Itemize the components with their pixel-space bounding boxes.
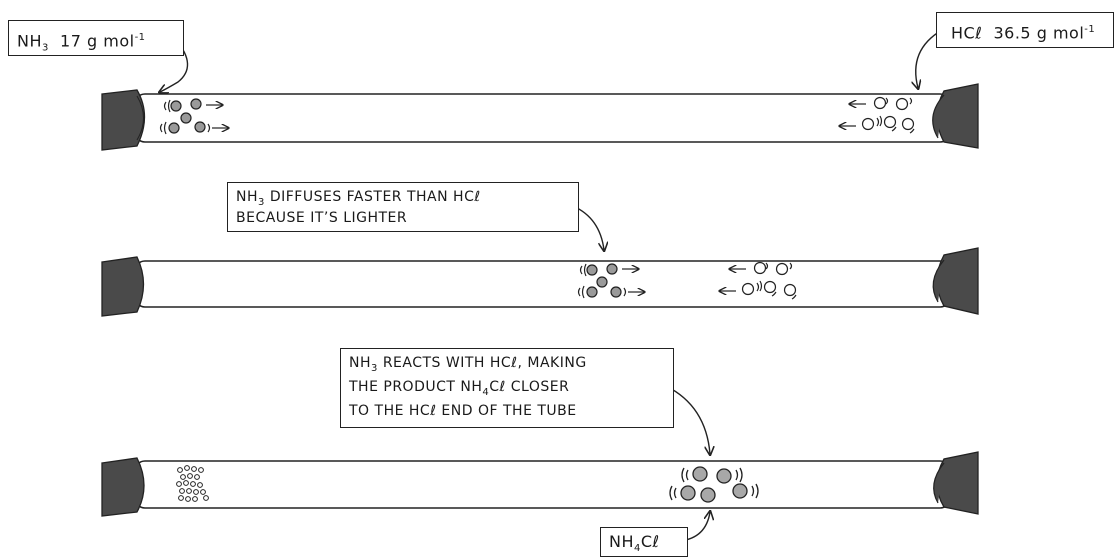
hcl-particles-tube-1	[840, 96, 915, 134]
nh3-mass-tag: NH3 17 g mol-1	[8, 20, 184, 56]
tube-1-right-stopper-cap	[932, 94, 945, 139]
product-tag: NH4Cℓ	[600, 527, 688, 557]
diffuse-line-2: BECAUSE IT’S LIGHTER	[236, 210, 408, 226]
tube-2	[101, 247, 979, 317]
tube-3-left-stopper	[101, 457, 145, 517]
product-label: NH4Cℓ	[609, 532, 660, 555]
tube-3-right-stopper-cap	[933, 462, 945, 504]
tube-1-left-stopper	[101, 89, 146, 151]
tube-3-right-stopper	[936, 451, 979, 515]
react-line-1: NH3 REACTS WITH HCℓ, MAKING	[349, 355, 587, 374]
tube-2-right-stopper	[936, 247, 979, 315]
react-tag: NH3 REACTS WITH HCℓ, MAKING THE PRODUCT …	[340, 348, 674, 428]
react-line-3: TO THE HCℓ END OF THE TUBE	[349, 403, 577, 419]
diffuse-line-1: NH3 DIFFUSES FASTER THAN HCℓ	[236, 189, 481, 208]
nh3-particles-tube-2	[577, 263, 645, 299]
nh4cl-particles-tube-3	[669, 466, 759, 503]
tube-1	[101, 83, 979, 151]
tube-1-right-stopper	[936, 83, 979, 149]
tube-3	[101, 451, 979, 517]
nh3-label-arrow	[160, 39, 189, 92]
tube-1-left-stopper-tip	[136, 95, 144, 141]
hcl-mass-tag: HCℓ 36.5 g mol-1	[936, 12, 1114, 48]
diffuse-tag: NH3 DIFFUSES FASTER THAN HCℓ BECAUSE IT’…	[227, 182, 579, 232]
tube-1-body	[134, 93, 951, 143]
tube-2-body	[134, 260, 951, 308]
hcl-mass-label: HCℓ 36.5 g mol-1	[951, 23, 1096, 43]
tube-2-left-stopper	[101, 256, 145, 317]
tube-2-right-stopper-cap	[932, 259, 945, 303]
nh3-particles-tube-1	[159, 98, 229, 135]
tube-3-body	[134, 460, 951, 509]
react-line-2: THE PRODUCT NH4Cℓ CLOSER	[349, 379, 570, 398]
small-particles-tube-3	[176, 465, 209, 502]
nh3-mass-label: NH3 17 g mol-1	[17, 31, 146, 54]
hcl-particles-tube-2	[720, 261, 797, 300]
